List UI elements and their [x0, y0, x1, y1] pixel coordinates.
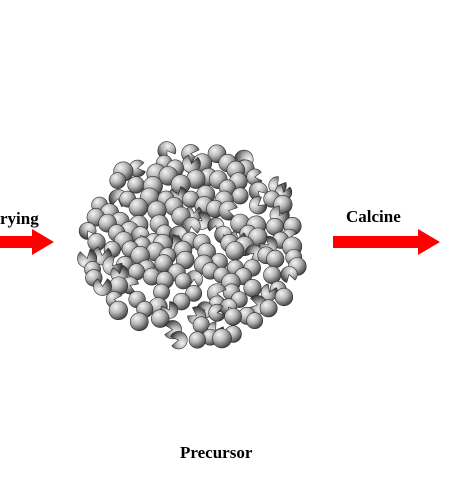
sphere-particle-icon — [274, 287, 294, 307]
sphere-particle-icon — [109, 172, 127, 189]
sphere-particle-icon — [185, 284, 203, 302]
right-arrow-icon — [333, 229, 440, 255]
sphere-particle-icon — [280, 265, 298, 283]
precursor-caption: Precursor — [180, 443, 253, 462]
sphere-particle-icon — [224, 307, 242, 326]
sphere-particle-icon — [243, 278, 262, 298]
sphere-particle-icon — [259, 299, 278, 318]
sphere-particle-icon — [93, 278, 112, 296]
left-arrow-icon — [0, 229, 54, 255]
drying-step-label: rying — [0, 209, 39, 228]
sphere-particle-icon — [249, 196, 268, 215]
sphere-particle-icon — [169, 331, 188, 350]
sphere-particle-icon — [266, 249, 285, 269]
sphere-particle-icon — [172, 292, 191, 311]
sphere-particle-icon — [129, 312, 149, 332]
sphere-particle-icon — [231, 187, 249, 205]
sphere-particle-icon — [108, 300, 129, 321]
sphere-particle-icon — [128, 197, 149, 218]
sphere-particle-icon — [188, 331, 206, 349]
sphere-particle-icon — [127, 176, 145, 194]
sphere-particle-icon — [212, 328, 232, 349]
precursor-particle-cluster — [77, 141, 307, 350]
sphere-particle-icon — [218, 200, 238, 221]
sphere-particle-icon — [151, 309, 170, 328]
calcine-step-label: Calcine — [346, 207, 401, 226]
sphere-particle-icon — [225, 241, 245, 261]
sphere-particle-icon — [246, 312, 264, 330]
sphere-particle-icon — [174, 272, 192, 290]
sphere-particle-icon — [78, 222, 97, 240]
sphere-particle-icon — [208, 303, 226, 322]
